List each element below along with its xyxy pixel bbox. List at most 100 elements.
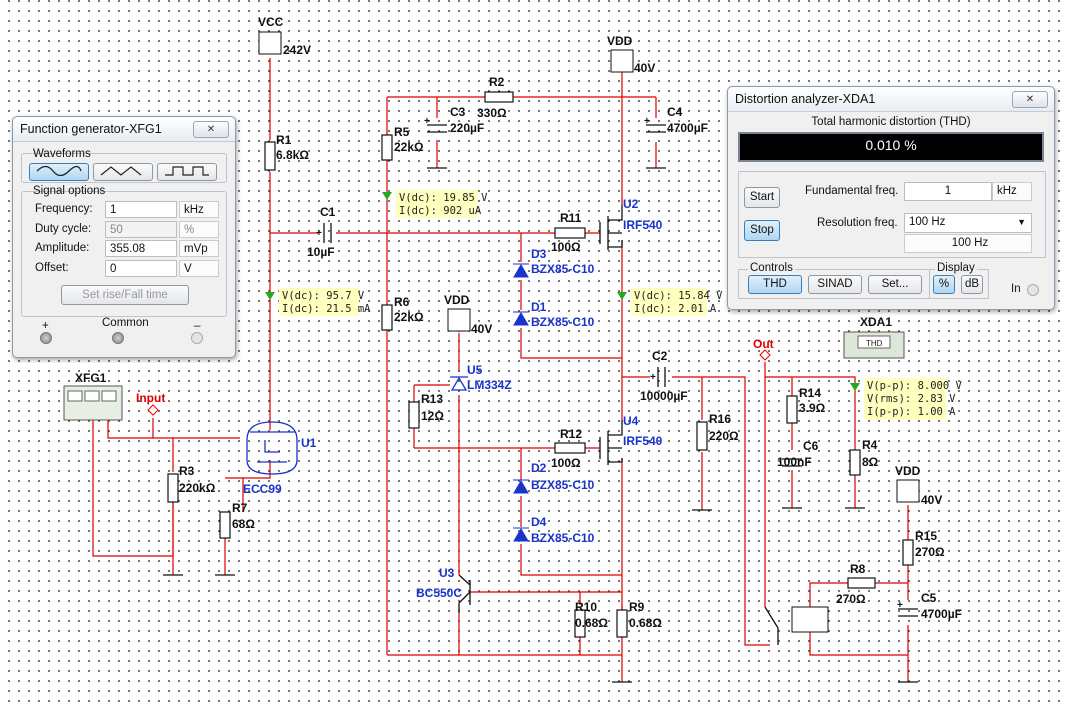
c6-label: C6: [803, 439, 819, 453]
r11-label: R11: [560, 211, 582, 225]
vcc-voltage: 242V: [283, 43, 311, 57]
start-button[interactable]: Start: [744, 187, 780, 208]
sine-wave-button[interactable]: [29, 163, 89, 181]
r4-body: [849, 449, 861, 476]
c6-plates: [782, 458, 802, 467]
vdd-mid-voltage: 40V: [471, 322, 492, 336]
resolution-freq-readout: 100 Hz: [904, 234, 1032, 253]
c3-label: C3: [450, 105, 466, 119]
triangle-wave-button[interactable]: [93, 163, 153, 181]
vcc-label: VCC: [258, 15, 284, 29]
svg-text:+: +: [316, 228, 322, 239]
triangle-wave-icon: [100, 166, 142, 176]
r15-body: [902, 539, 914, 566]
probe2-line1: V(dc): 95.7 V: [282, 290, 365, 302]
lm334-u5: [450, 376, 468, 391]
resolution-freq-select[interactable]: 100 Hz ▼: [904, 213, 1032, 233]
function-generator-titlebar[interactable]: Function generator-XFG1 ✕: [13, 117, 235, 142]
set-rise-fall-button[interactable]: Set rise/Fall time: [61, 285, 189, 305]
r9-label: R9: [629, 600, 645, 614]
r3-value: 220kΩ: [179, 481, 216, 495]
display-label: Display: [935, 262, 977, 274]
c2-value: 10000µF: [640, 389, 688, 403]
close-icon[interactable]: ✕: [1012, 91, 1048, 108]
offset-label: Offset:: [35, 262, 69, 274]
u3-part: BC550C: [416, 586, 462, 600]
distortion-analyzer-window[interactable]: Distortion analyzer-XDA1 ✕ Total harmoni…: [727, 86, 1055, 310]
r4-label: R4: [862, 438, 878, 452]
probe4-line1: V(p-p): 8.000 V: [867, 380, 963, 392]
offset-input[interactable]: 0: [105, 260, 177, 277]
wires: [92, 58, 909, 682]
thd-button[interactable]: THD: [748, 275, 802, 294]
db-button[interactable]: dB: [961, 275, 983, 294]
frequency-input[interactable]: 1: [105, 201, 177, 218]
percent-button[interactable]: %: [933, 275, 955, 294]
set-button[interactable]: Set...: [868, 275, 922, 294]
settings-panel: [738, 171, 1046, 258]
u1-part: ECC99: [243, 482, 282, 496]
minus-terminal[interactable]: [191, 332, 203, 344]
minus-terminal-label: _: [194, 315, 201, 327]
r14-label: R14: [799, 386, 821, 400]
plus-terminal-label: +: [42, 320, 49, 332]
tube-u1: [246, 421, 298, 475]
common-terminal-label: Common: [102, 317, 149, 329]
stop-button[interactable]: Stop: [744, 220, 780, 241]
r16-label: R16: [709, 412, 731, 426]
xda1-symbol[interactable]: THD XDA1: [843, 315, 905, 359]
u3-label: U3: [439, 566, 455, 580]
xfg1-label: XFG1: [75, 371, 107, 385]
sinad-button[interactable]: SINAD: [808, 275, 862, 294]
relay: [764, 606, 829, 645]
resolution-freq-value: 100 Hz: [909, 216, 946, 228]
r1-value: 6.8kΩ: [276, 148, 309, 162]
r12-value: 100Ω: [551, 456, 581, 470]
thd-header: Total harmonic distortion (THD): [811, 116, 971, 128]
connector-nodes: [147, 349, 771, 416]
u4-label: U4: [623, 414, 639, 428]
r6-value: 22kΩ: [394, 310, 424, 324]
r14-body: [786, 395, 798, 424]
probe2-line2: I(dc): 21.5 mA: [282, 303, 371, 315]
r14-value: 3.9Ω: [799, 401, 826, 415]
d3-part: BZX85-C10: [531, 262, 595, 276]
amplitude-unit[interactable]: mVp: [179, 240, 219, 257]
capacitors: [323, 124, 918, 617]
r6-label: R6: [394, 295, 410, 309]
amplitude-input[interactable]: 355.08: [105, 240, 177, 257]
fundamental-freq-unit[interactable]: kHz: [992, 182, 1032, 201]
close-icon[interactable]: ✕: [193, 121, 229, 138]
c2-plates: [657, 367, 666, 387]
svg-text:+: +: [644, 116, 650, 127]
r8-label: R8: [850, 562, 866, 576]
offset-unit[interactable]: V: [179, 260, 219, 277]
fundamental-freq-input[interactable]: 1: [904, 182, 992, 201]
controls-label: Controls: [748, 262, 795, 274]
zener-diodes: [513, 263, 529, 542]
input-terminal[interactable]: [1027, 284, 1039, 296]
frequency-unit[interactable]: kHz: [179, 201, 219, 218]
r7-body: [219, 511, 231, 539]
r4-value: 8Ω: [862, 455, 879, 469]
d1-label: D1: [531, 300, 547, 314]
d3-label: D3: [531, 247, 547, 261]
c6-value: 100nF: [777, 455, 812, 469]
probe4-line2: V(rms): 2.83 V: [867, 393, 956, 405]
bjt-u3: [458, 574, 471, 613]
duty-cycle-input[interactable]: 50: [105, 221, 177, 238]
d2-part: BZX85-C10: [531, 478, 595, 492]
square-wave-icon: [165, 166, 209, 176]
function-generator-window[interactable]: Function generator-XFG1 ✕ Waveforms Sign…: [12, 116, 236, 358]
r11-body: [554, 227, 586, 239]
xfg1-symbol[interactable]: XFG1: [63, 371, 123, 421]
probe1-line2: I(dc): 902 uA: [399, 205, 482, 217]
input-terminal-label: In: [1011, 283, 1021, 295]
probe-boxes: V(dc): 19.85 V I(dc): 902 uA V(dc): 95.7…: [279, 190, 963, 420]
common-terminal[interactable]: [112, 332, 124, 344]
signal-options-group: [21, 191, 227, 317]
distortion-analyzer-titlebar[interactable]: Distortion analyzer-XDA1 ✕: [728, 87, 1054, 112]
plus-terminal[interactable]: [40, 332, 52, 344]
square-wave-button[interactable]: [157, 163, 217, 181]
